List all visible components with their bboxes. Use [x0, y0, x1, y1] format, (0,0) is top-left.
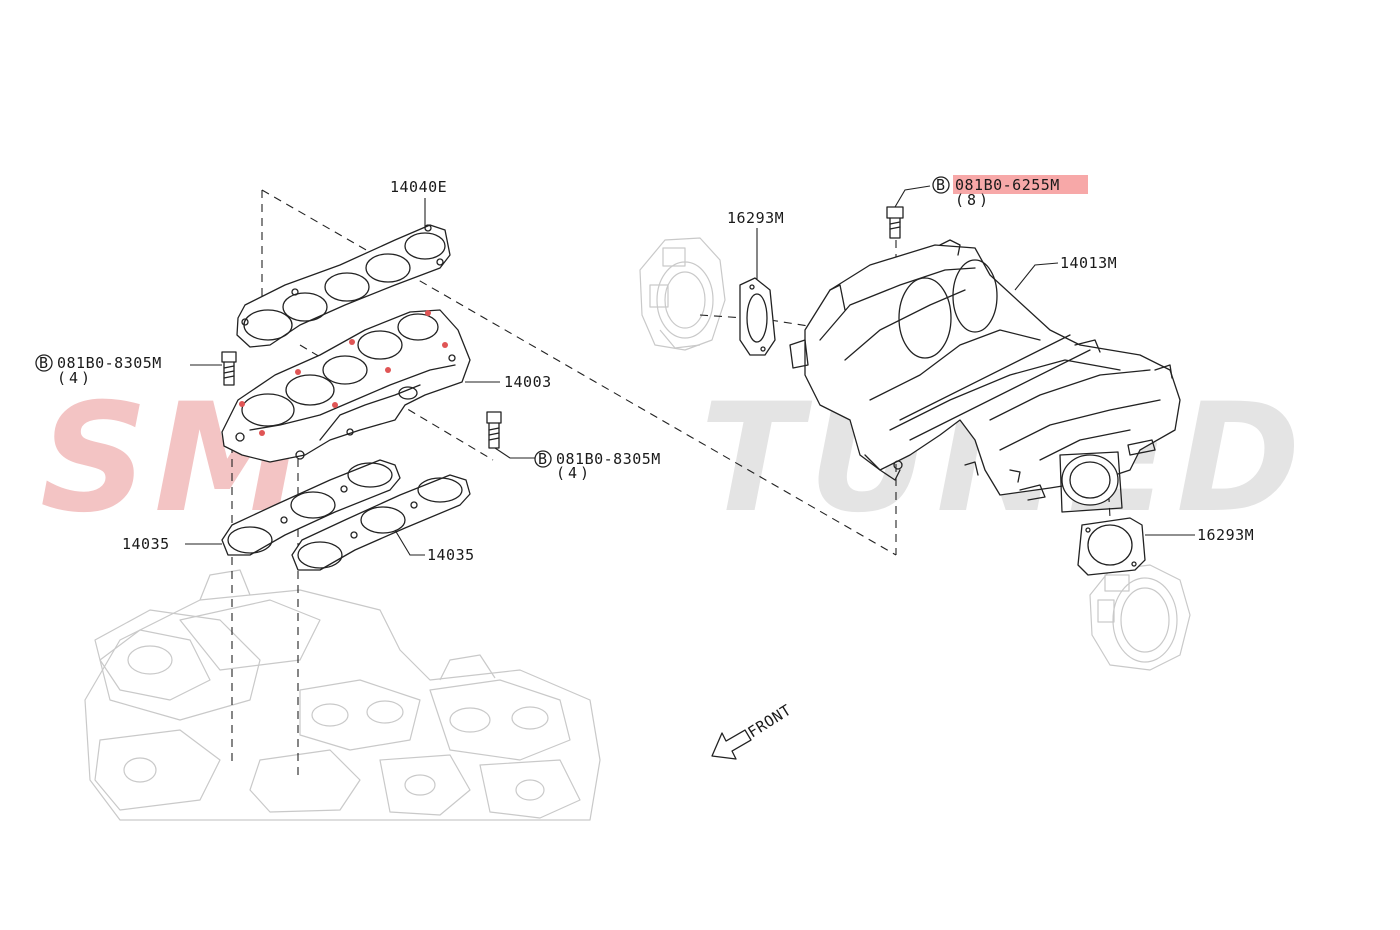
intake-manifold	[789, 239, 1181, 513]
label-bolt-highlight: 081B0-6255M	[955, 176, 1060, 194]
circle-markers: B B B	[35, 176, 950, 468]
circle-letter-left: B	[39, 354, 49, 372]
label-bolt-mid: 081B0-8305M	[556, 450, 661, 468]
throttle-body-ghost-bottom	[1089, 564, 1191, 671]
label-14035-right: 14035	[427, 546, 475, 564]
circle-letter-mid: B	[538, 450, 548, 468]
throttle-gasket-bottom	[1077, 517, 1146, 576]
front-direction: FRONT	[711, 701, 795, 760]
label-14035-left: 14035	[122, 535, 170, 553]
circle-letter-right: B	[936, 176, 946, 194]
callout-labels: 14040E 081B0-8305M (4) 14003 081B0-8305M…	[57, 176, 1254, 564]
label-bolt-highlight-qty: (8)	[955, 191, 991, 209]
part-number-highlight	[953, 175, 1088, 194]
bolt-left	[221, 351, 237, 386]
front-label: FRONT	[745, 701, 795, 742]
label-bolt-mid-qty: (4)	[556, 464, 592, 482]
upper-plate	[221, 309, 471, 463]
bolt-highlight	[886, 206, 904, 239]
throttle-gasket-top	[739, 277, 776, 356]
label-16293M-top: 16293M	[727, 209, 784, 227]
throttle-body-ghost-top	[639, 237, 726, 351]
upper-gasket	[236, 224, 451, 348]
lower-gasket-right	[291, 474, 471, 571]
engine-block-ghost	[84, 569, 601, 821]
label-14040E: 14040E	[390, 178, 447, 196]
lower-gasket-left	[221, 459, 401, 556]
leader-lines	[185, 185, 1195, 556]
label-16293M-bottom: 16293M	[1197, 526, 1254, 544]
label-bolt-left-qty: (4)	[57, 369, 93, 387]
label-14013M: 14013M	[1060, 254, 1117, 272]
label-14003: 14003	[504, 373, 552, 391]
bolt-mid	[486, 411, 502, 449]
label-bolt-left: 081B0-8305M	[57, 354, 162, 372]
